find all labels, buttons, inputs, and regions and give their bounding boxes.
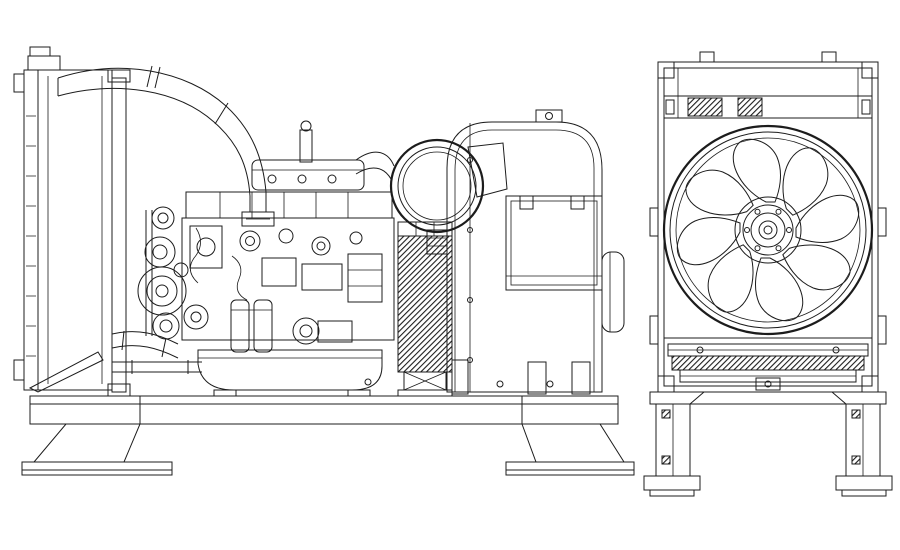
base-skid: [21, 395, 635, 476]
radiator: [13, 46, 131, 397]
base-legs: [643, 391, 893, 497]
front-pulleys-belt: [137, 206, 209, 340]
coolant-hoses: [111, 330, 202, 374]
fan-guard: [662, 124, 874, 336]
end-view: [643, 51, 893, 497]
charge-air-pipe: [57, 65, 275, 227]
fan-hub: [734, 196, 802, 264]
radiator-lower-tank: [664, 337, 872, 391]
flywheel-housing: [397, 221, 453, 397]
air-cleaner: [389, 138, 508, 255]
alternator: [446, 109, 625, 395]
side-view: [13, 46, 635, 476]
lifting-blocks: [665, 97, 871, 117]
engine: [181, 120, 395, 397]
